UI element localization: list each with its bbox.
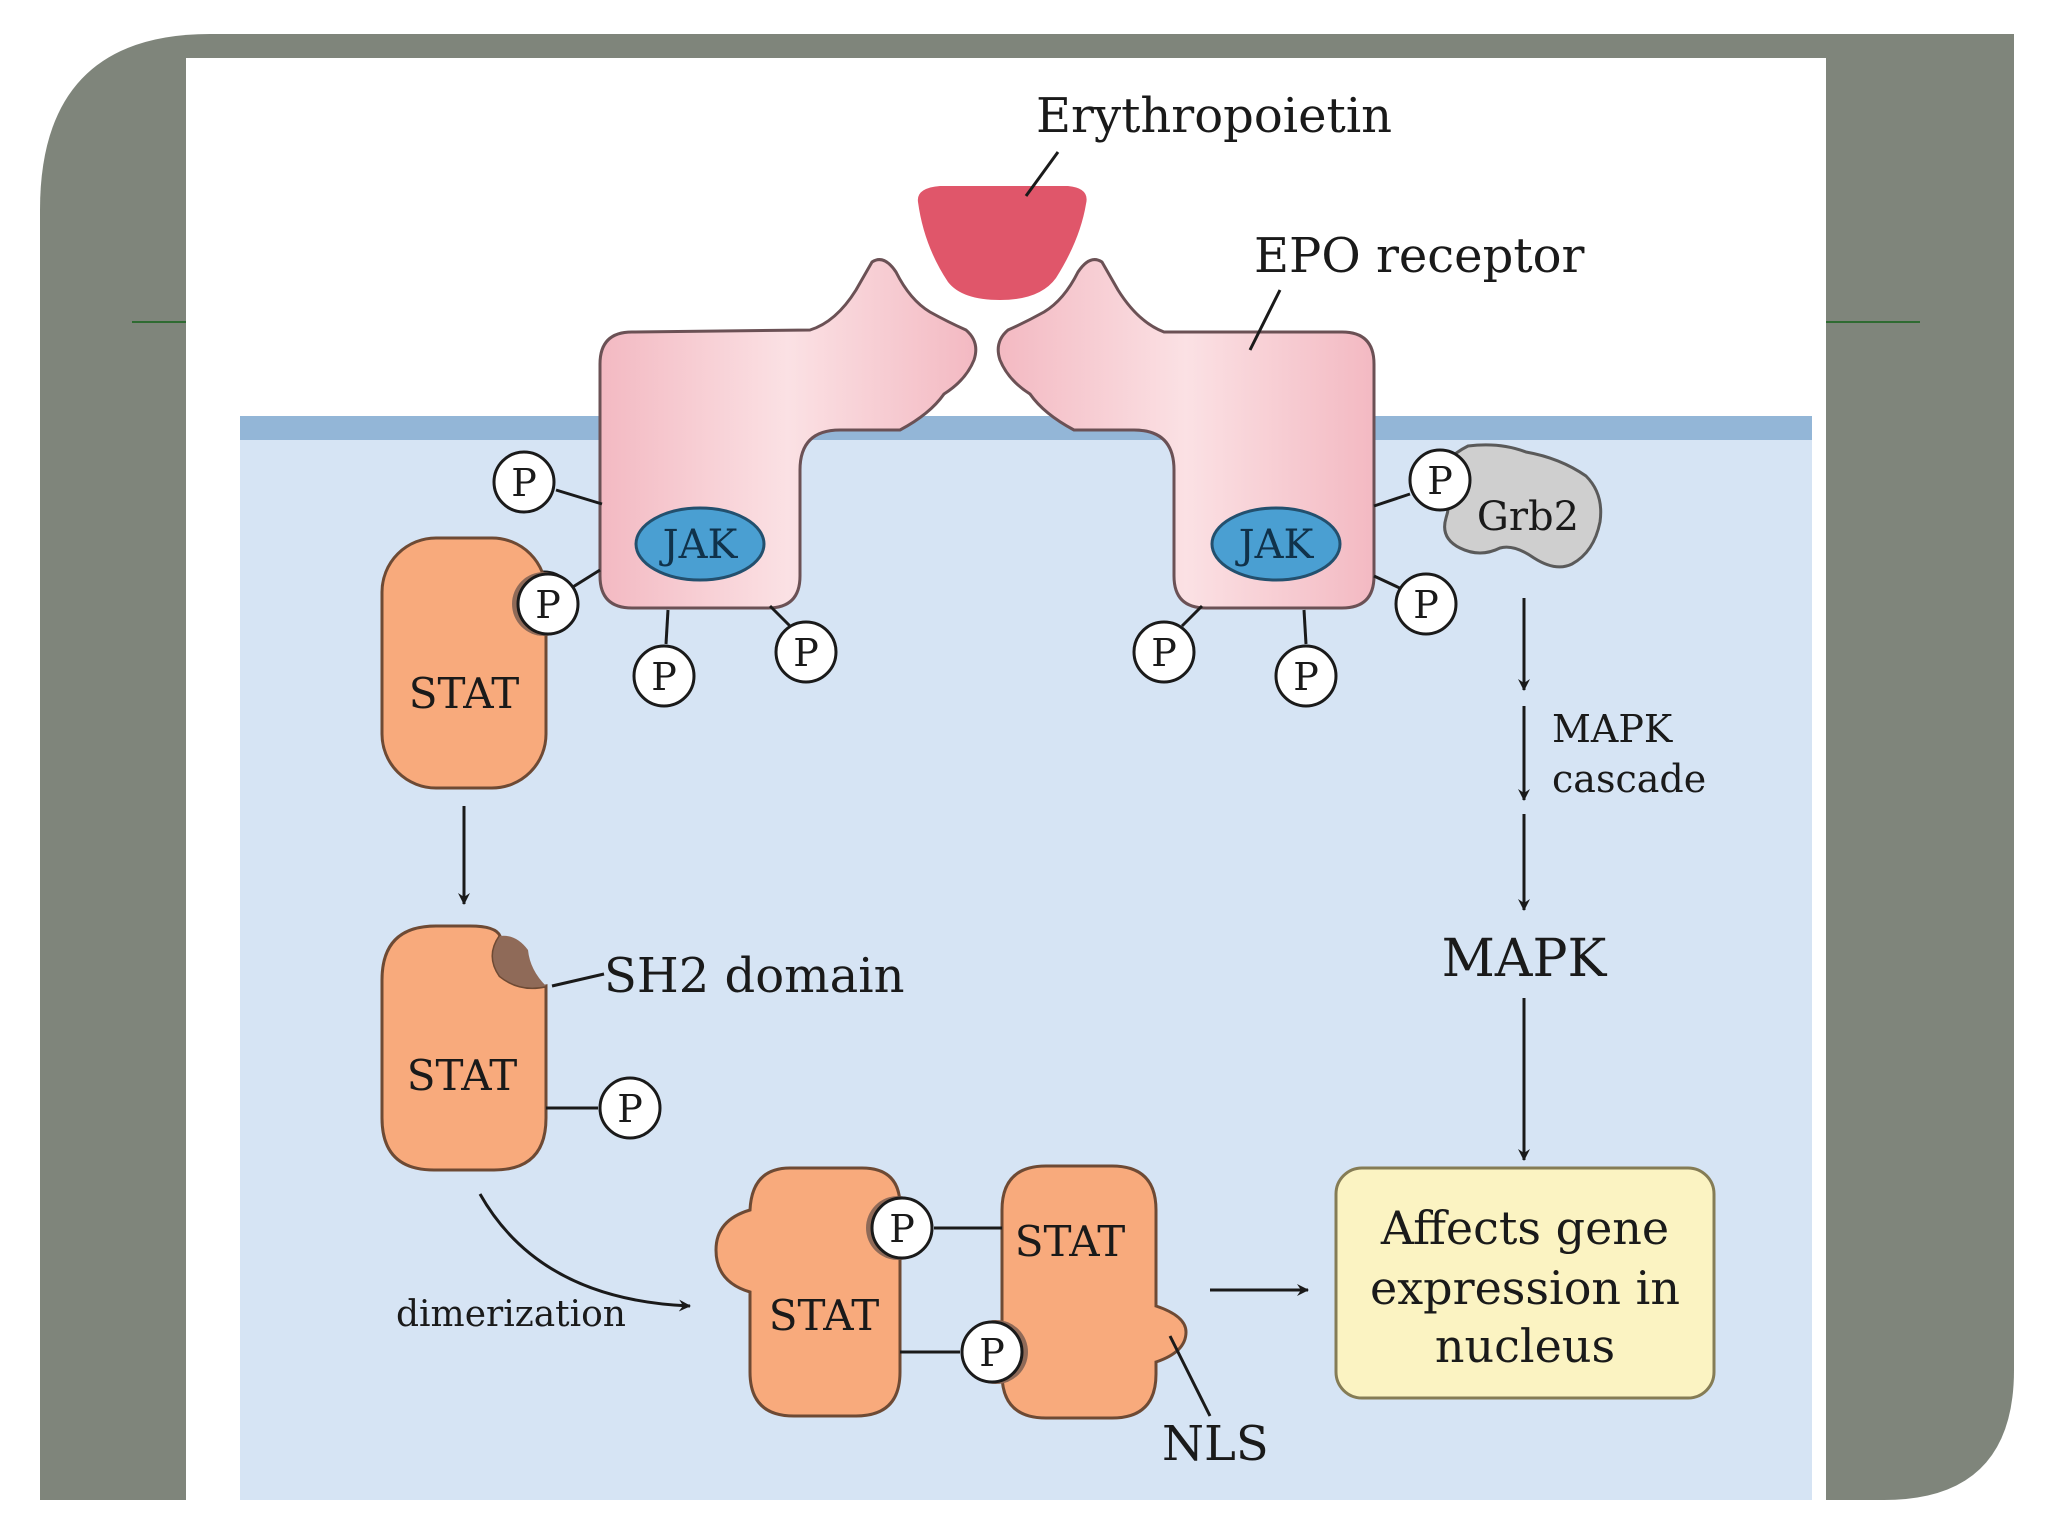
svg-text:P: P xyxy=(617,1087,643,1131)
phosphate-p4: P xyxy=(774,620,838,684)
sh2-leader xyxy=(551,972,605,988)
phosphate-p6: P xyxy=(1274,644,1338,708)
jak-right-label: JAK xyxy=(1235,522,1315,568)
mapk-label: MAPK xyxy=(1442,929,1608,989)
erythropoietin-label: Erythropoietin xyxy=(1036,88,1392,144)
phosphate-p3: P xyxy=(632,644,696,708)
svg-text:P: P xyxy=(1293,655,1319,699)
erythropoietin-leader xyxy=(1024,151,1060,197)
arrow-dimerization xyxy=(478,1193,691,1312)
svg-text:P: P xyxy=(651,655,677,699)
stat-dimer-right xyxy=(1000,1164,1188,1420)
epo-receptor-leader xyxy=(1248,289,1282,351)
sh2-pocket xyxy=(493,935,546,988)
stat-bound-phosphate: P xyxy=(512,572,580,636)
svg-text:P: P xyxy=(511,461,537,505)
svg-text:P: P xyxy=(1427,459,1453,503)
receptor-phosphates xyxy=(555,488,1411,645)
svg-text:P: P xyxy=(889,1207,915,1251)
dimer-phosphate-top: P xyxy=(866,1196,934,1260)
phosphate-p1: P xyxy=(492,450,556,514)
mapk-cascade-label-1: MAPK xyxy=(1552,707,1673,751)
gene-expression-line3: nucleus xyxy=(1435,1319,1615,1373)
jak-left xyxy=(634,506,766,582)
svg-text:P: P xyxy=(979,1331,1005,1375)
stat-free-label: STAT xyxy=(407,1051,518,1100)
gene-expression-line1: Affects gene xyxy=(1380,1201,1669,1255)
mapk-cascade-label-2: cascade xyxy=(1552,757,1706,801)
dimerization-label: dimerization xyxy=(396,1294,626,1335)
svg-text:P: P xyxy=(1413,583,1439,627)
cell-membrane xyxy=(240,416,1812,440)
epo-receptor-label: EPO receptor xyxy=(1254,228,1585,284)
stat-bound-label: STAT xyxy=(409,669,520,718)
phosphate-p5: P xyxy=(1132,620,1196,684)
gene-expression-box xyxy=(1334,1166,1716,1400)
phosphate-p8: P xyxy=(1394,572,1458,636)
phosphate-p7: P xyxy=(1408,448,1472,512)
sh2-domain-label: SH2 domain xyxy=(604,948,905,1004)
erythropoietin-ligand xyxy=(917,186,1087,300)
nls-label: NLS xyxy=(1162,1416,1269,1472)
dimer-phosphate-bottom: P xyxy=(960,1320,1028,1384)
stat-dimer-left-label: STAT xyxy=(769,1291,880,1340)
nls-leader xyxy=(1168,1335,1212,1417)
jak-right xyxy=(1210,506,1342,582)
stat-dimer-right-label: STAT xyxy=(1015,1217,1126,1266)
svg-text:P: P xyxy=(793,631,819,675)
stat-free-phosphate: P xyxy=(598,1076,662,1140)
gene-expression-line2: expression in xyxy=(1370,1261,1680,1315)
grb2-label: Grb2 xyxy=(1477,494,1579,540)
jak-left-label: JAK xyxy=(659,522,739,568)
svg-text:P: P xyxy=(535,583,561,627)
svg-text:P: P xyxy=(1151,631,1177,675)
stat-bound xyxy=(380,536,548,790)
